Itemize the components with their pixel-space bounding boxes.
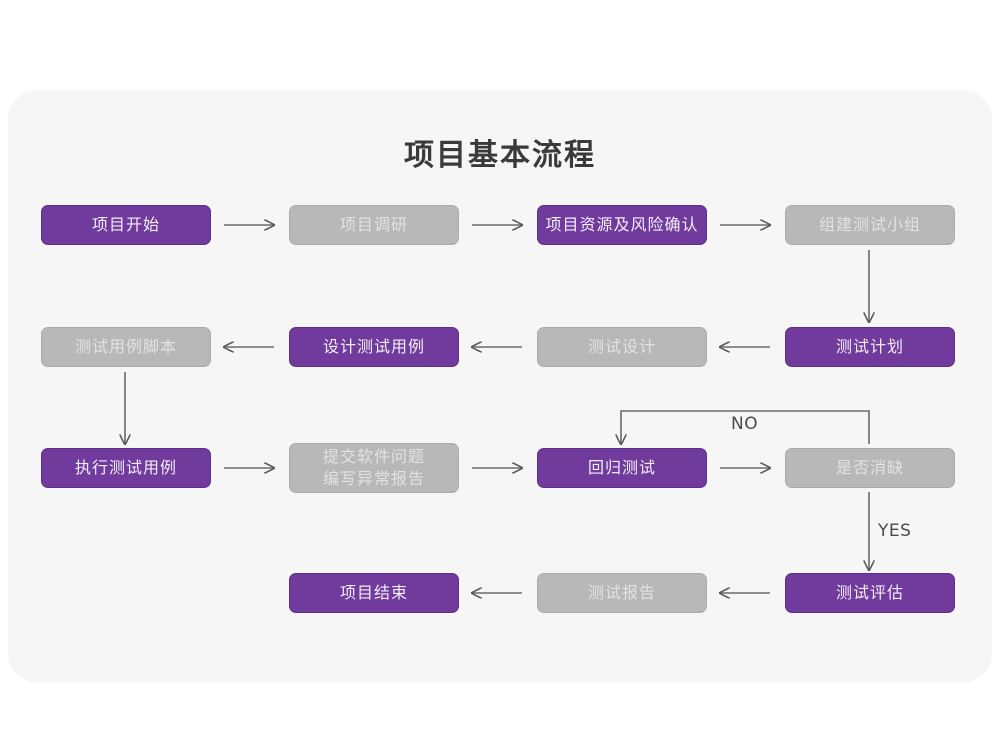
node-test-case-script[interactable]: 测试用例脚本 (41, 327, 211, 367)
edge-label-yes: YES (878, 521, 912, 541)
node-execute-test-case[interactable]: 执行测试用例 (41, 448, 211, 488)
node-test-plan[interactable]: 测试计划 (785, 327, 955, 367)
node-submit-issue-report[interactable]: 提交软件问题 编写异常报告 (289, 443, 459, 493)
node-project-end[interactable]: 项目结束 (289, 573, 459, 613)
node-resource-risk-confirm[interactable]: 项目资源及风险确认 (537, 205, 707, 245)
edge-n12-n11-no (621, 410, 870, 444)
node-build-test-team[interactable]: 组建测试小组 (785, 205, 955, 245)
node-test-design[interactable]: 测试设计 (537, 327, 707, 367)
page-title: 项目基本流程 (404, 138, 596, 173)
edge-label-no: NO (731, 414, 759, 434)
node-project-start[interactable]: 项目开始 (41, 205, 211, 245)
node-defect-cleared[interactable]: 是否消缺 (785, 448, 955, 488)
node-regression-test[interactable]: 回归测试 (537, 448, 707, 488)
node-test-report[interactable]: 测试报告 (537, 573, 707, 613)
node-project-research[interactable]: 项目调研 (289, 205, 459, 245)
node-test-evaluation[interactable]: 测试评估 (785, 573, 955, 613)
node-design-test-case[interactable]: 设计测试用例 (289, 327, 459, 367)
